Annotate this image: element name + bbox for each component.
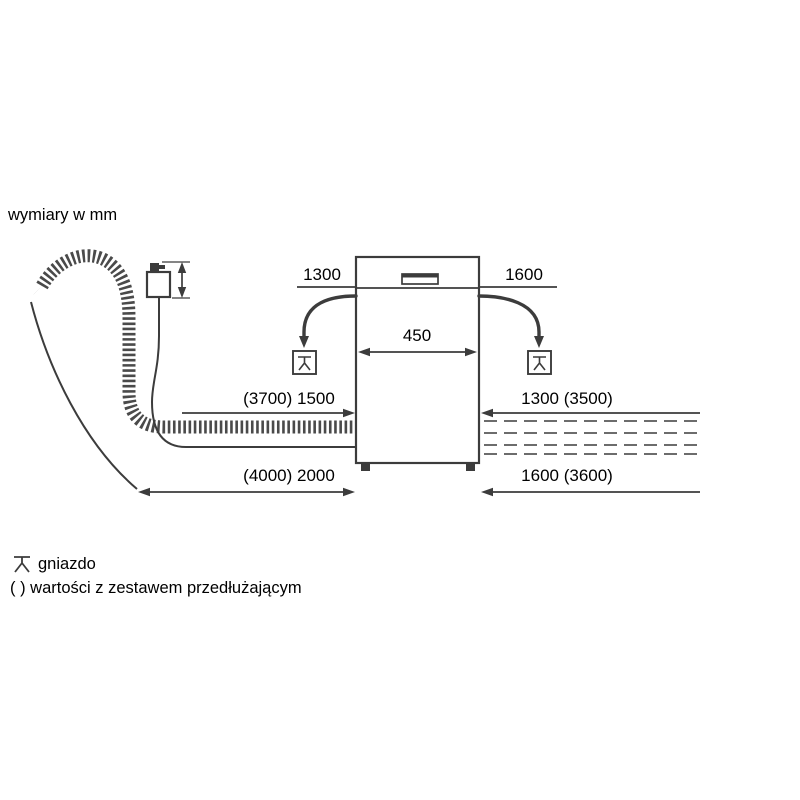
dim-supply-left: (3700) 1500 [182,389,355,418]
dim-left-socket-label: 1300 [303,265,341,284]
socket-icon [527,350,552,375]
foot-left [361,463,370,471]
arrow-up-icon [177,262,187,273]
page-title: wymiary w mm [7,206,117,224]
right-socket-arrow-path [477,294,541,342]
arrow-left-icon [481,487,493,497]
hose-continuation-dashed [484,420,700,455]
dim-drain-left-label: (4000) 2000 [243,466,335,485]
left-socket-arrow-path [302,294,358,342]
socket-box [527,350,552,375]
arrow-right-icon [343,408,355,418]
dim-supply-left-label: (3700) 1500 [243,389,335,408]
arrow-left-icon [481,408,493,418]
dim-right-top-label: 1300 (3500) [521,389,613,408]
legend-socket-label: gniazdo [38,555,96,573]
arrow-down-icon [299,336,309,348]
arrow-down-icon [534,336,544,348]
dim-right-bottom-label: 1600 (3600) [521,466,613,485]
arrow-left-icon [138,487,150,497]
socket-glyph [14,556,30,573]
socket-icon [292,350,317,375]
arrow-right-icon [343,487,355,497]
socket-glyph [533,356,546,371]
dim-drain-left: (4000) 2000 [138,466,355,497]
arrow-right-icon [465,347,477,357]
socket-glyph [298,356,311,371]
aquastop-valve [145,261,190,299]
tap-spout-icon [159,265,165,269]
dim-right-bottom: 1600 (3600) [481,466,700,497]
tap-icon [150,263,159,272]
left-socket-route: 1300 [292,265,358,375]
dishwasher [354,255,481,471]
aquastop-box [145,270,172,299]
legend: gniazdo ( ) wartości z zestawem przedłuż… [10,555,302,597]
arrow-down-icon [177,287,187,298]
supply-hose-path [150,297,356,448]
dim-right-top: 1300 (3500) [481,389,700,418]
handle-top [402,274,438,278]
dim-appliance-width: 450 [358,326,477,357]
dishwasher-body [354,255,481,465]
cable-curve-path [30,301,138,490]
arrow-down-left-icon [31,285,43,297]
dim-width-label: 450 [403,326,431,345]
socket-box [292,350,317,375]
socket-icon [14,556,30,573]
legend-note: ( ) wartości z zestawem przedłużającym [10,579,302,597]
dim-right-socket-label: 1600 [505,265,543,284]
foot-right [466,463,475,471]
right-socket-route: 1600 [477,265,557,375]
arrow-left-icon [358,347,370,357]
